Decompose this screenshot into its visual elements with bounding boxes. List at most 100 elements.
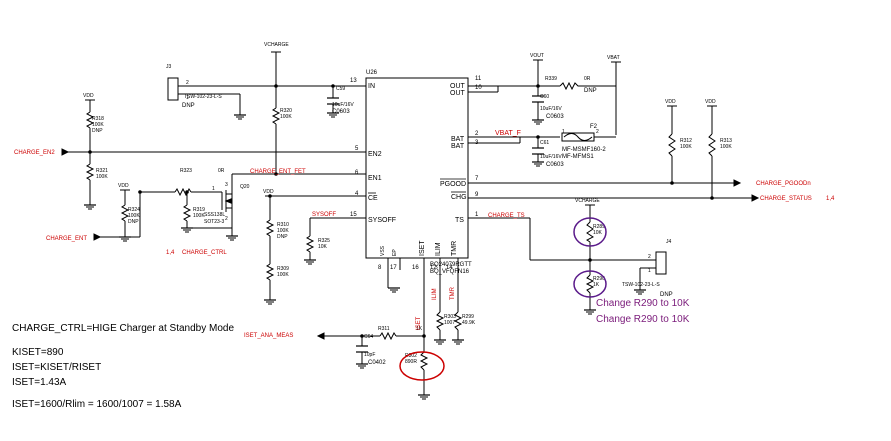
net-charge-status: CHARGE_STATUS	[760, 196, 812, 202]
ic-package: BQ_VFQFN16	[430, 269, 470, 275]
highlight-r302	[399, 351, 445, 381]
r324-val: 100K	[128, 213, 140, 219]
pin-label-bat2: BAT	[451, 143, 465, 150]
connector-j3: J3 2 1 TSW-102-23-L-S DNP	[166, 64, 222, 109]
q20-part: SSS138L	[204, 212, 225, 218]
annotation-change-2: Change R290 to 10K	[596, 314, 690, 325]
vcharge-label-1: VCHARGE	[264, 42, 289, 48]
r310-val: 100K	[277, 228, 289, 234]
j3-pin1: 1	[186, 95, 189, 101]
resistor-r310	[265, 219, 275, 237]
resistor-r319	[182, 204, 192, 222]
resistor-symbols	[85, 81, 716, 371]
resistor-r290	[585, 274, 595, 294]
resistor-r299	[453, 311, 463, 331]
r318-dnp: DNP	[92, 128, 103, 134]
resistor-r339	[559, 81, 596, 91]
net-ilim: ILIM	[432, 288, 438, 300]
pin-label-ilim: ILIM	[435, 242, 442, 256]
wires	[68, 52, 758, 395]
note-iset-formula: ISET=KISET/RISET	[12, 362, 101, 373]
r310-ref: R310	[277, 222, 289, 228]
part-labels: R318 100K DNP R321 100K R324 100K DNP R3…	[92, 76, 732, 366]
c64-ref: C64	[364, 334, 373, 340]
pin-label-out1: OUT	[450, 83, 466, 90]
net-vbat-f: VBAT_F	[495, 130, 521, 137]
r310-dnp: DNP	[277, 234, 288, 240]
r320-ref: R320	[280, 108, 292, 114]
r312-ref: R312	[680, 138, 692, 144]
ic-part: BQ24079RGTT	[430, 262, 472, 268]
pin-num-ilim: 12	[430, 265, 437, 271]
sheetref-b: 1,4	[826, 196, 835, 202]
r320-val: 100K	[280, 114, 292, 120]
pin-num-iset: 16	[412, 265, 419, 271]
r289-val: 10K	[593, 230, 603, 236]
pin-num-chg: 9	[475, 192, 479, 198]
f2-pin2: 2	[596, 129, 599, 135]
r325-ref: R325	[318, 238, 330, 244]
j3-dnp: DNP	[182, 103, 195, 109]
c61-val: 10uF/16V	[540, 154, 562, 160]
j4-pin2: 2	[648, 254, 651, 260]
f2-pin1: 1	[562, 129, 565, 135]
j3-pin2: 2	[186, 80, 189, 86]
resistor-r303	[435, 311, 445, 331]
j3-part: TSW-102-23-L-S	[184, 94, 222, 100]
net-iset: ISET	[416, 316, 422, 330]
resistor-r313	[708, 133, 716, 157]
vbat-label: VBAT	[607, 55, 620, 61]
pin-label-en1: EN1	[368, 175, 382, 182]
net-charge-ts: CHARGE_TS	[488, 213, 525, 219]
r309-ref: R309	[277, 266, 289, 272]
c60-val: 10uF/16V	[540, 106, 562, 112]
pin-num-en1: 6	[355, 170, 359, 176]
net-charge-en2: CHARGE_EN2	[14, 150, 55, 156]
pin-label-ep: EP	[392, 249, 398, 256]
mosfet-q20	[221, 190, 233, 212]
connector-j4: J4 2 1 TSW-102-23-L-S DNP	[622, 239, 673, 298]
c61-pkg: C0603	[546, 162, 564, 168]
r313-ref: R313	[720, 138, 732, 144]
net-sysoff: SYSOFF	[312, 212, 336, 218]
j4-dnp: DNP	[660, 292, 673, 298]
r312-val: 100K	[680, 144, 692, 150]
r319-val: 100K	[193, 213, 205, 219]
r323-val: 0R	[218, 168, 225, 174]
j4-pin1: 1	[648, 268, 651, 274]
vdd-label-3: VDD	[263, 189, 274, 195]
annotation-change-1: Change R290 to 10K	[596, 298, 690, 309]
r311-val: 1K	[416, 326, 423, 332]
j4-ref: J4	[666, 239, 672, 245]
r302-ref: R302	[405, 353, 417, 359]
r303-ref: R303	[444, 314, 456, 320]
pin-num-in: 13	[350, 78, 357, 84]
net-charge-ctrl: CHARGE_CTRL	[182, 250, 227, 256]
pin-num-ce: 4	[355, 191, 359, 197]
r289-ref: R289	[593, 224, 605, 230]
pin-label-vss: VSS	[380, 245, 386, 256]
pin-label-in: IN	[368, 83, 375, 90]
pin-label-chg: CHG	[451, 194, 467, 201]
net-iset-ana-meas: ISET_ANA_MEAS	[244, 333, 293, 339]
pin-num-vss: 8	[378, 265, 382, 271]
pin-label-bat1: BAT	[451, 136, 465, 143]
pin-num-ts: 1	[475, 212, 479, 218]
j4-part: TSW-102-23-L-S	[622, 282, 660, 288]
pin-label-ts: TS	[455, 217, 464, 224]
r325-val: 10K	[318, 244, 328, 250]
arrows	[61, 148, 760, 340]
c60-ref: C60	[540, 94, 549, 100]
pin-num-ep: 17	[390, 265, 397, 271]
note-iset-value: ISET=1.43A	[12, 377, 67, 388]
r318-val: 100K	[92, 122, 104, 128]
r323-ref: R323	[180, 168, 192, 174]
r311-ref: R311	[378, 326, 390, 332]
r290-ref: R290	[593, 276, 605, 282]
resistor-r302	[419, 351, 429, 371]
r321-ref: R321	[96, 168, 108, 174]
net-charge-pgood: CHARGE_PGOODn	[756, 181, 811, 187]
ic-u26: U26 BQ24079RGTT BQ_VFQFN16 IN EN2 EN1 CE…	[350, 70, 482, 275]
c59-val: 10uF/16V	[332, 102, 354, 108]
